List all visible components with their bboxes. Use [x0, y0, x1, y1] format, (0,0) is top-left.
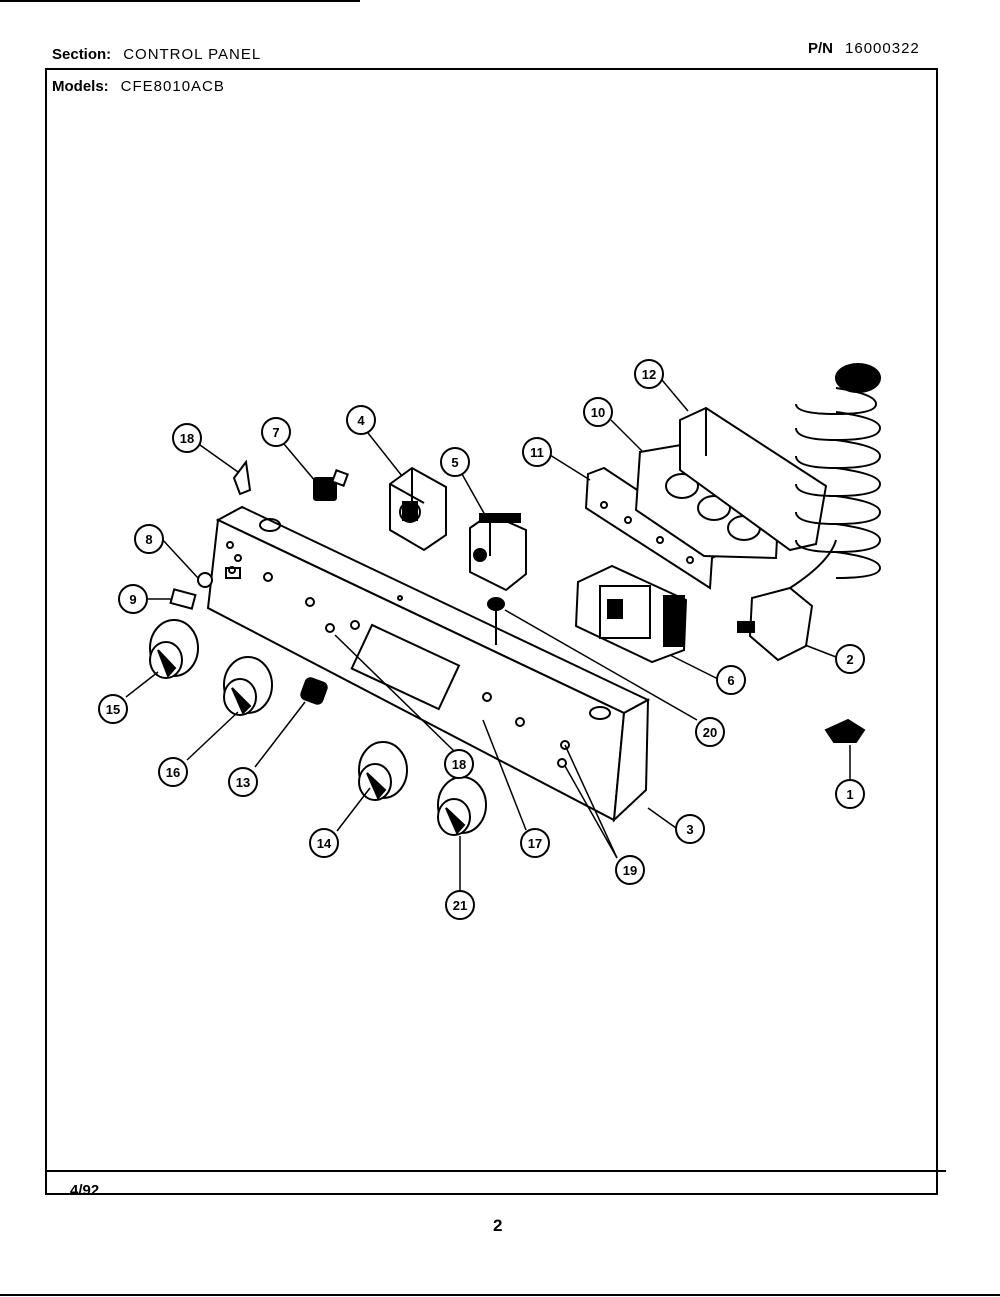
svg-text:14: 14 — [317, 836, 332, 851]
part-number-row: P/N 16000322 — [808, 40, 920, 57]
callout-18-b: 18 — [444, 749, 474, 779]
svg-text:6: 6 — [727, 673, 734, 688]
svg-text:15: 15 — [106, 702, 120, 717]
callout-12: 12 — [634, 359, 664, 389]
housing-12 — [679, 406, 828, 552]
control-panel-housing — [206, 505, 651, 823]
revision-date: 4/92 — [70, 1182, 100, 1199]
callout-5: 5 — [440, 447, 470, 477]
svg-text:21: 21 — [453, 898, 467, 913]
svg-text:20: 20 — [703, 725, 717, 740]
models-label: Models: — [52, 78, 109, 95]
svg-text:12: 12 — [642, 367, 656, 382]
callout-9: 9 — [118, 584, 148, 614]
callout-18-a: 18 — [172, 423, 202, 453]
svg-text:8: 8 — [145, 532, 152, 547]
small-parts — [169, 459, 866, 743]
callout-11: 11 — [522, 437, 552, 467]
push-button-13 — [300, 677, 328, 705]
callout-4: 4 — [346, 405, 376, 435]
svg-text:9: 9 — [129, 592, 136, 607]
callout-2: 2 — [835, 644, 865, 674]
callout-14: 14 — [309, 828, 339, 858]
callout-21: 21 — [445, 890, 475, 920]
svg-text:4: 4 — [357, 413, 365, 428]
callout-13: 13 — [228, 767, 258, 797]
timer-6 — [574, 564, 688, 664]
knob-14 — [358, 741, 408, 801]
callout-8: 8 — [134, 524, 164, 554]
bottom-rule — [0, 1294, 1000, 1296]
callout-7: 7 — [261, 417, 291, 447]
diagram-frame — [45, 68, 938, 1195]
callout-15: 15 — [98, 694, 128, 724]
svg-text:19: 19 — [623, 863, 637, 878]
svg-text:16: 16 — [166, 765, 180, 780]
models-value: CFE8010ACB — [120, 78, 225, 95]
svg-text:18: 18 — [180, 431, 194, 446]
footer-divider — [45, 1170, 946, 1172]
svg-text:18: 18 — [452, 757, 466, 772]
svg-text:3: 3 — [686, 822, 693, 837]
callout-19-a: 19 — [615, 855, 645, 885]
models-row: Models: CFE8010ACB — [52, 78, 225, 95]
callout-1: 1 — [835, 779, 865, 809]
callout-10: 10 — [583, 397, 613, 427]
switch-4 — [389, 466, 447, 552]
switch-5 — [469, 512, 527, 592]
svg-text:13: 13 — [236, 775, 250, 790]
section-row: Section: CONTROL PANEL — [52, 46, 261, 63]
section-value: CONTROL PANEL — [123, 46, 262, 63]
svg-text:11: 11 — [530, 445, 544, 460]
leader-lines — [125, 379, 851, 892]
section-label: Section: — [52, 46, 112, 63]
knob-15 — [149, 619, 199, 679]
callout-3: 3 — [675, 814, 705, 844]
thermostat-2 — [737, 363, 882, 662]
svg-text:1: 1 — [846, 787, 853, 802]
page-number: 2 — [493, 1216, 503, 1235]
callout-6: 6 — [716, 665, 746, 695]
svg-text:17: 17 — [528, 836, 542, 851]
top-rule — [0, 0, 360, 2]
pn-value: 16000322 — [845, 40, 920, 57]
callout-16: 16 — [158, 757, 188, 787]
pn-label: P/N — [808, 40, 834, 57]
svg-text:5: 5 — [451, 455, 458, 470]
callout-17: 17 — [520, 828, 550, 858]
svg-text:10: 10 — [591, 405, 605, 420]
callout-20: 20 — [695, 717, 725, 747]
svg-text:2: 2 — [846, 652, 853, 667]
svg-text:7: 7 — [272, 425, 279, 440]
knob-16 — [223, 656, 273, 716]
knob-21 — [437, 776, 487, 836]
board-11 — [584, 466, 730, 590]
